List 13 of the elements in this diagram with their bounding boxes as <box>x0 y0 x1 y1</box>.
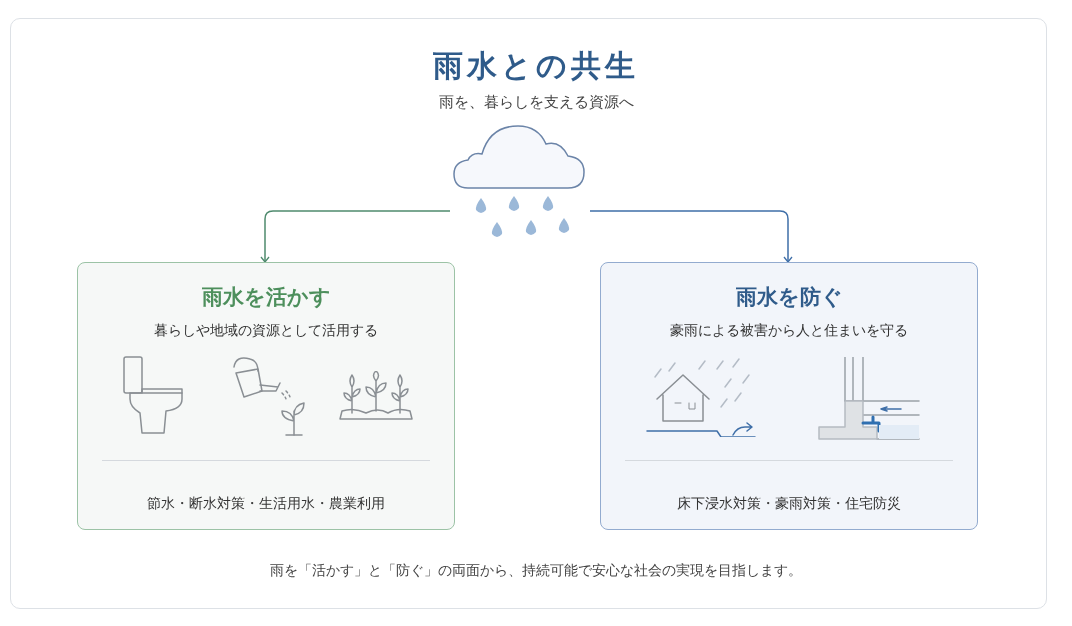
use-list: 節水・断水対策・生活用水・農業利用 <box>78 495 454 513</box>
category-panel <box>600 262 978 530</box>
arrow <box>589 210 793 263</box>
category-panel <box>77 262 455 530</box>
panel-heading: 雨水を活かす <box>200 284 332 311</box>
arrow <box>260 210 451 263</box>
panel-heading: 雨水を防ぐ <box>734 284 844 311</box>
panel-description: 豪雨による被害から人と住まいを守る <box>669 322 909 340</box>
use-list: 床下浸水対策・豪雨対策・住宅防災 <box>601 495 977 513</box>
subtitle: 雨を、暮らしを支える資源へ <box>437 93 635 112</box>
caption: 雨を「活かす」と「防ぐ」の両面から、持続可能で安心な社会の実現を目指します。 <box>269 562 803 580</box>
panel-description: 暮らしや地域の資源として活用する <box>153 322 379 340</box>
title: 雨水との共生 <box>432 47 640 85</box>
